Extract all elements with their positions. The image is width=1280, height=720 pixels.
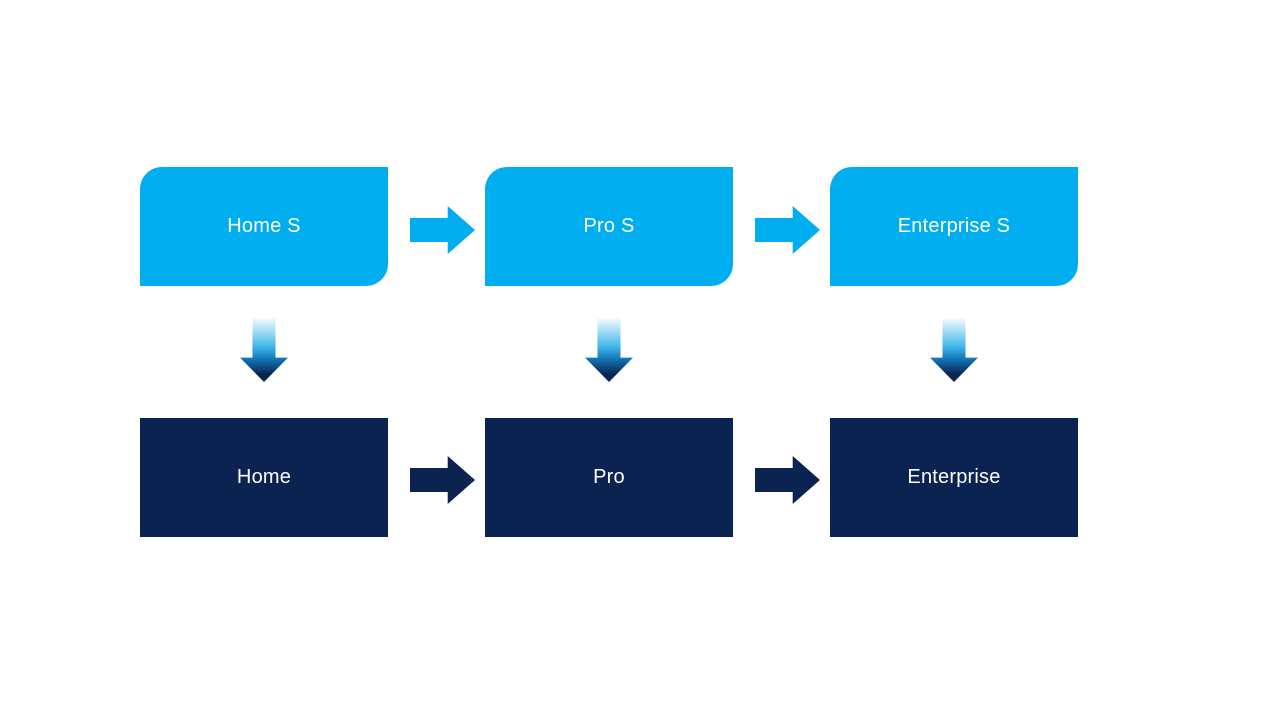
right-arrow-icon (410, 456, 475, 504)
node-enterprise: Enterprise (830, 418, 1078, 537)
node-label: Pro S (583, 215, 635, 237)
node-label: Home S (227, 215, 301, 237)
node-pro: Pro (485, 418, 733, 537)
node-enterprise-s: Enterprise S (830, 167, 1078, 286)
down-arrow-icon (585, 318, 633, 382)
node-label: Pro (593, 466, 625, 488)
node-home-s: Home S (140, 167, 388, 286)
down-arrow-icon (240, 318, 288, 382)
node-home: Home (140, 418, 388, 537)
node-label: Enterprise (907, 466, 1001, 488)
down-arrow-icon (930, 318, 978, 382)
node-label: Home (236, 466, 292, 488)
right-arrow-icon (410, 206, 475, 254)
right-arrow-icon (755, 206, 820, 254)
node-label: Enterprise S (897, 215, 1011, 237)
node-pro-s: Pro S (485, 167, 733, 286)
right-arrow-icon (755, 456, 820, 504)
